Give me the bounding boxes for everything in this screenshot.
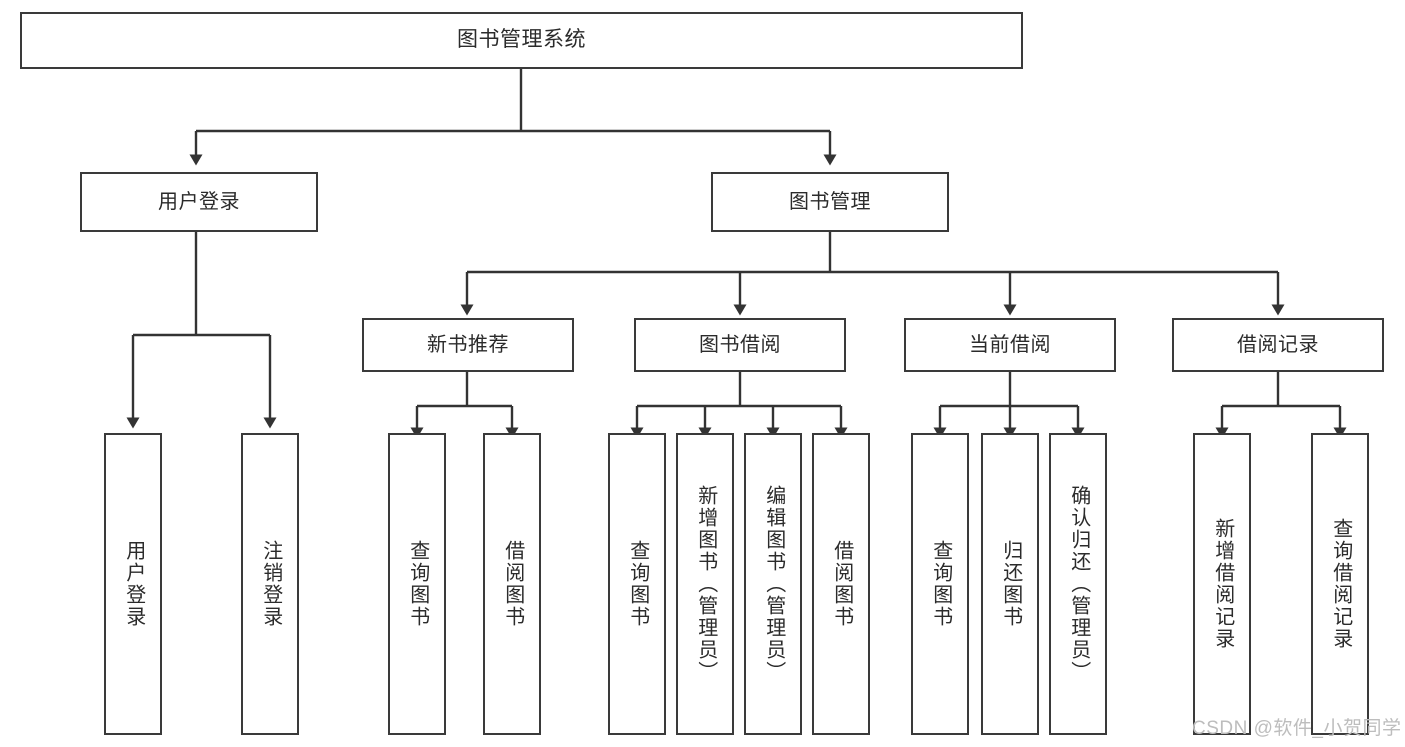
leaf-borrow-query-book-label: 查询图书 [626,540,649,628]
node-current-borrow-label: 当前借阅 [969,333,1051,356]
leaf-borrow-edit-book-admin[interactable]: 编辑图书（管理员） [744,433,802,735]
node-book-borrow-label: 图书借阅 [699,333,781,356]
leaf-borrow-add-book-admin[interactable]: 新增图书（管理员） [676,433,734,735]
leaf-new-book-query-label: 查询图书 [406,540,429,628]
node-book-borrow[interactable]: 图书借阅 [634,318,846,372]
leaf-new-book-borrow[interactable]: 借阅图书 [483,433,541,735]
leaf-user-login-logout[interactable]: 注销登录 [241,433,299,735]
node-current-borrow[interactable]: 当前借阅 [904,318,1116,372]
leaf-user-login-login-label: 用户登录 [122,540,145,628]
leaf-current-query-book-label: 查询图书 [929,540,952,628]
node-root-label: 图书管理系统 [457,28,586,52]
csdn-watermark: CSDN @软件_小贺同学 [1192,718,1402,739]
node-new-book-recommend-label: 新书推荐 [427,333,509,356]
node-new-book-recommend[interactable]: 新书推荐 [362,318,574,372]
leaf-borrow-add-book-admin-label: 新增图书（管理员） [694,485,717,683]
leaf-current-confirm-return-admin[interactable]: 确认归还（管理员） [1049,433,1107,735]
leaf-borrow-edit-book-admin-label: 编辑图书（管理员） [762,485,785,683]
node-user-login-label: 用户登录 [158,190,240,213]
leaf-records-query-record-label: 查询借阅记录 [1329,518,1352,650]
leaf-current-confirm-return-admin-label: 确认归还（管理员） [1067,485,1090,683]
leaf-new-book-borrow-label: 借阅图书 [501,540,524,628]
leaf-current-query-book[interactable]: 查询图书 [911,433,969,735]
leaf-new-book-query[interactable]: 查询图书 [388,433,446,735]
node-root-book-management-system[interactable]: 图书管理系统 [20,12,1023,69]
node-book-management-label: 图书管理 [789,190,871,213]
leaf-current-return-book-label: 归还图书 [999,540,1022,628]
leaf-borrow-borrow-book-label: 借阅图书 [830,540,853,628]
leaf-user-login-login[interactable]: 用户登录 [104,433,162,735]
leaf-records-add-record-label: 新增借阅记录 [1211,518,1234,650]
leaf-records-add-record[interactable]: 新增借阅记录 [1193,433,1251,735]
leaf-borrow-borrow-book[interactable]: 借阅图书 [812,433,870,735]
node-user-login[interactable]: 用户登录 [80,172,318,232]
node-borrow-records[interactable]: 借阅记录 [1172,318,1384,372]
leaf-records-query-record[interactable]: 查询借阅记录 [1311,433,1369,735]
node-book-management[interactable]: 图书管理 [711,172,949,232]
leaf-current-return-book[interactable]: 归还图书 [981,433,1039,735]
node-borrow-records-label: 借阅记录 [1237,333,1319,356]
leaf-user-login-logout-label: 注销登录 [259,540,282,628]
leaf-borrow-query-book[interactable]: 查询图书 [608,433,666,735]
